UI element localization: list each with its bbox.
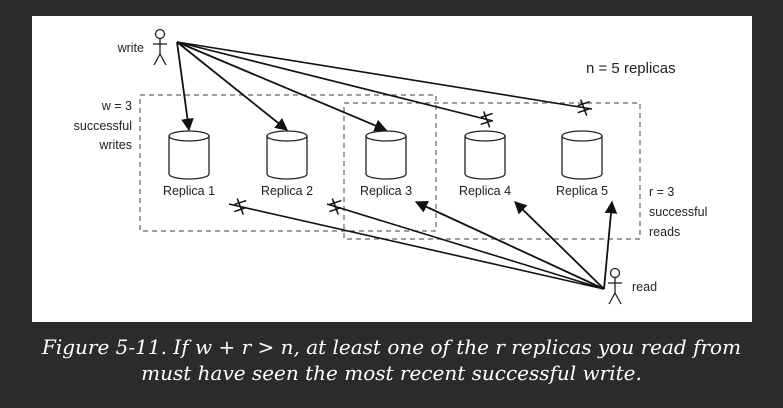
database-icon	[168, 136, 210, 180]
replica-2: Replica 2	[261, 130, 313, 198]
read-quorum-box	[343, 102, 641, 240]
read-arrow-5	[603, 200, 618, 290]
database-icon	[365, 136, 407, 180]
write-label: write	[117, 41, 144, 55]
diagram-canvas: n = 5 replicas w = 3 successful writes r…	[32, 16, 752, 322]
write-arrow-3	[176, 41, 388, 132]
replica-5: Replica 5	[556, 130, 608, 198]
write-arrow-1	[176, 41, 194, 132]
replica-4: Replica 4	[459, 130, 511, 198]
database-icon-top	[168, 130, 210, 142]
database-icon	[561, 136, 603, 180]
replica-label: Replica 3	[360, 184, 412, 198]
database-icon-top	[365, 130, 407, 142]
replica-1: Replica 1	[163, 130, 215, 198]
database-icon	[266, 136, 308, 180]
replica-label: Replica 4	[459, 184, 511, 198]
r-label-line-3: reads	[649, 225, 680, 239]
w-label-line-3: writes	[98, 138, 132, 152]
read-arrow-failed-1	[228, 203, 605, 290]
writer-person-icon	[153, 28, 167, 66]
caption-line-2: must have seen the most recent successfu…	[141, 361, 642, 385]
database-icon	[464, 136, 506, 180]
write-arrow-failed-4	[176, 41, 494, 122]
read-label: read	[632, 280, 657, 294]
replica-label: Replica 2	[261, 184, 313, 198]
read-arrow-4	[514, 201, 605, 290]
write-quorum-box	[139, 94, 437, 232]
w-label-line-2: successful	[74, 119, 132, 133]
read-arrow-failed-2	[326, 203, 605, 290]
database-icon-top	[464, 130, 506, 142]
caption-line-1: Figure 5-11. If w + r > n, at least one …	[41, 335, 742, 359]
reader-person-icon	[608, 267, 622, 305]
failure-cross-icon	[577, 99, 590, 116]
write-arrow-2	[176, 41, 288, 131]
replica-3: Replica 3	[360, 130, 412, 198]
quorum-diagram: n = 5 replicas w = 3 successful writes r…	[32, 16, 752, 322]
database-icon-top	[266, 130, 308, 142]
replicas-layer: Replica 1 Replica 2 Replica 3 Replica 4 Repl…	[163, 130, 608, 198]
failure-cross-icon	[329, 198, 342, 215]
failure-cross-icon	[480, 111, 493, 128]
write-arrow-failed-5	[176, 41, 593, 110]
read-arrow-3	[414, 201, 605, 290]
r-label-line-1: r = 3	[649, 185, 674, 199]
failure-cross-icon	[234, 198, 247, 215]
database-icon-top	[561, 130, 603, 142]
w-label-line-1: w = 3	[101, 99, 132, 113]
replica-label: Replica 1	[163, 184, 215, 198]
arrows-layer	[176, 41, 618, 290]
replica-label: Replica 5	[556, 184, 608, 198]
n-label: n = 5 replicas	[586, 60, 676, 77]
figure-caption: Figure 5-11. If w + r > n, at least one …	[0, 334, 783, 386]
r-label-line-2: successful	[649, 205, 707, 219]
